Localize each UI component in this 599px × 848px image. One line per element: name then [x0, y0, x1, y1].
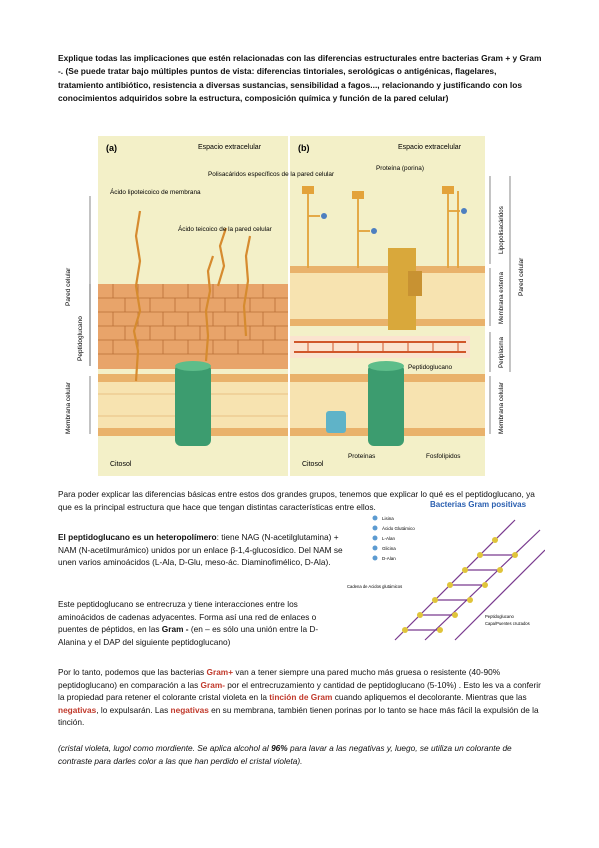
panel-a-peptidoglycan [98, 284, 288, 369]
panel-b-outer-membrane [290, 266, 485, 326]
side-label-lps: Lipopolisacáridos [498, 206, 505, 254]
side-label-peptidoglycan-a: Peptidoglucano [77, 316, 84, 361]
inset-legend-1: Ácido Glutámico [382, 525, 415, 531]
paragraph-staining-note: (cristal violeta, lugol como mordiente. … [58, 742, 543, 767]
label-polysaccharides: Polisacáridos específicos de la pared ce… [208, 171, 335, 178]
conclusion-c: por el entrecruzamiento y cantidad de pe… [58, 679, 541, 703]
conclusion-tincion: tinción de Gram [269, 692, 333, 703]
heteropolymer-rest: : tiene NAG (N-acetilglutamina) + NAM (N… [58, 532, 343, 568]
staining-a: (cristal violeta, lugol como mordiente. … [58, 743, 272, 753]
label-proteins: Proteínas [348, 453, 375, 460]
inset-title: Bacterias Gram positivas [430, 500, 527, 509]
label-lipoteichoic: Ácido lipoteicoico de membrana [110, 187, 201, 196]
crosslink-gram-neg: Gram - [161, 624, 189, 635]
inset-legend-4: D-Alan [382, 556, 396, 561]
side-label-wall-a: Pared celular [65, 267, 72, 306]
panel-b-lps [307, 191, 460, 268]
panel-b-peptidoglycan [290, 336, 470, 358]
staining-period: . [300, 755, 303, 766]
inset-legend-0: Lisina [382, 516, 394, 521]
paragraph-crosslink: Este peptidoglucano se entrecruza y tien… [58, 598, 343, 648]
conclusion-f: en su membrana, también tienen porinas p… [58, 704, 539, 728]
inset-lattice: Lisina Ácido Glutámico L-Alan Glicina D-… [347, 515, 546, 641]
paragraph-conclusion: Por lo tanto, podemos que las bacterias … [58, 666, 543, 729]
panel-a-cytosol-label: Citosol [110, 461, 132, 468]
conclusion-gram-pos: Gram+ [206, 667, 234, 677]
panel-a-teichoic-chains [132, 210, 252, 382]
inset-label-left: Cadena de Acidos glutámicos [347, 584, 402, 589]
gram-positive-inset: Bacterias Gram positivas Lisina Á [345, 500, 546, 650]
question-text: Explique todas las implicaciones que est… [58, 53, 542, 103]
panel-b-porin [388, 248, 422, 330]
side-label-wall-b: Pared celular [518, 257, 525, 296]
side-label-outer-membrane: Membrana externa [498, 272, 505, 324]
conclusion-d: cuando apliquemos el decolorante. Mientr… [332, 692, 527, 703]
panel-b-membrane-protein [326, 361, 404, 446]
staining-percent: 96% [271, 743, 288, 753]
side-label-periplasm: Periplasma [498, 336, 505, 368]
label-teichoic: Ácido teicoico de la pared celular [178, 224, 273, 233]
crosslink-text-a: Este peptidoglucano se entrecruza y tien… [58, 599, 317, 635]
label-peptidoglycan-b: Peptidoglucano [408, 364, 453, 371]
panel-a-top-label: Espacio extracelular [198, 144, 262, 151]
panel-a-side-labels: Pared celular Peptidoglucano Membrana ce… [65, 196, 91, 434]
panel-a-letter: (a) [106, 143, 117, 153]
paragraph-intro: Para poder explicar las diferencias bási… [58, 489, 535, 512]
inset-legend-2: L-Alan [382, 536, 396, 541]
side-label-membrane-a: Membrana celular [65, 381, 72, 434]
conclusion-e: , lo expulsarán. Las [96, 704, 171, 715]
inset-note-2: Capa/Puentes cruzados [485, 621, 530, 626]
crosslink-text-b: (en – es sólo una unión entre la D-Alani… [58, 624, 319, 647]
conclusion-b: van a tener siempre una pared mucho más … [58, 667, 501, 690]
inset-note-1: Peptidoglucano [485, 614, 515, 619]
label-phospholipids: Fosfolípidos [426, 453, 460, 460]
staining-b: para lavar a las negativas y, luego, se … [58, 743, 512, 766]
panel-b-side-labels: Lipopolisacáridos Membrana externa Perip… [489, 176, 525, 434]
panel-b-cytosol-label: Citosol [302, 461, 324, 468]
conclusion-negativas-1: negativas [58, 704, 97, 715]
cell-wall-figure: (a) Espacio extracelular Ácido lipoteico… [65, 136, 525, 476]
conclusion-gram-neg: Gram- [200, 679, 225, 690]
label-porin: Proteína (porina) [376, 165, 424, 172]
conclusion-negativas-2: negativas [170, 704, 209, 715]
inset-legend-3: Glicina [382, 546, 396, 551]
panel-b-letter: (b) [298, 143, 310, 153]
conclusion-a: Por lo tanto, podemos que las bacterias [58, 667, 207, 677]
heteropolymer-bold: El peptidoglucano es un heteropolímero [58, 532, 217, 542]
panel-a-membrane-protein [175, 361, 211, 446]
side-label-membrane-b: Membrana celular [498, 381, 505, 434]
paragraph-heteropolymer: El peptidoglucano es un heteropolímero: … [58, 531, 343, 569]
panel-b-top-label: Espacio extracelular [398, 144, 462, 151]
